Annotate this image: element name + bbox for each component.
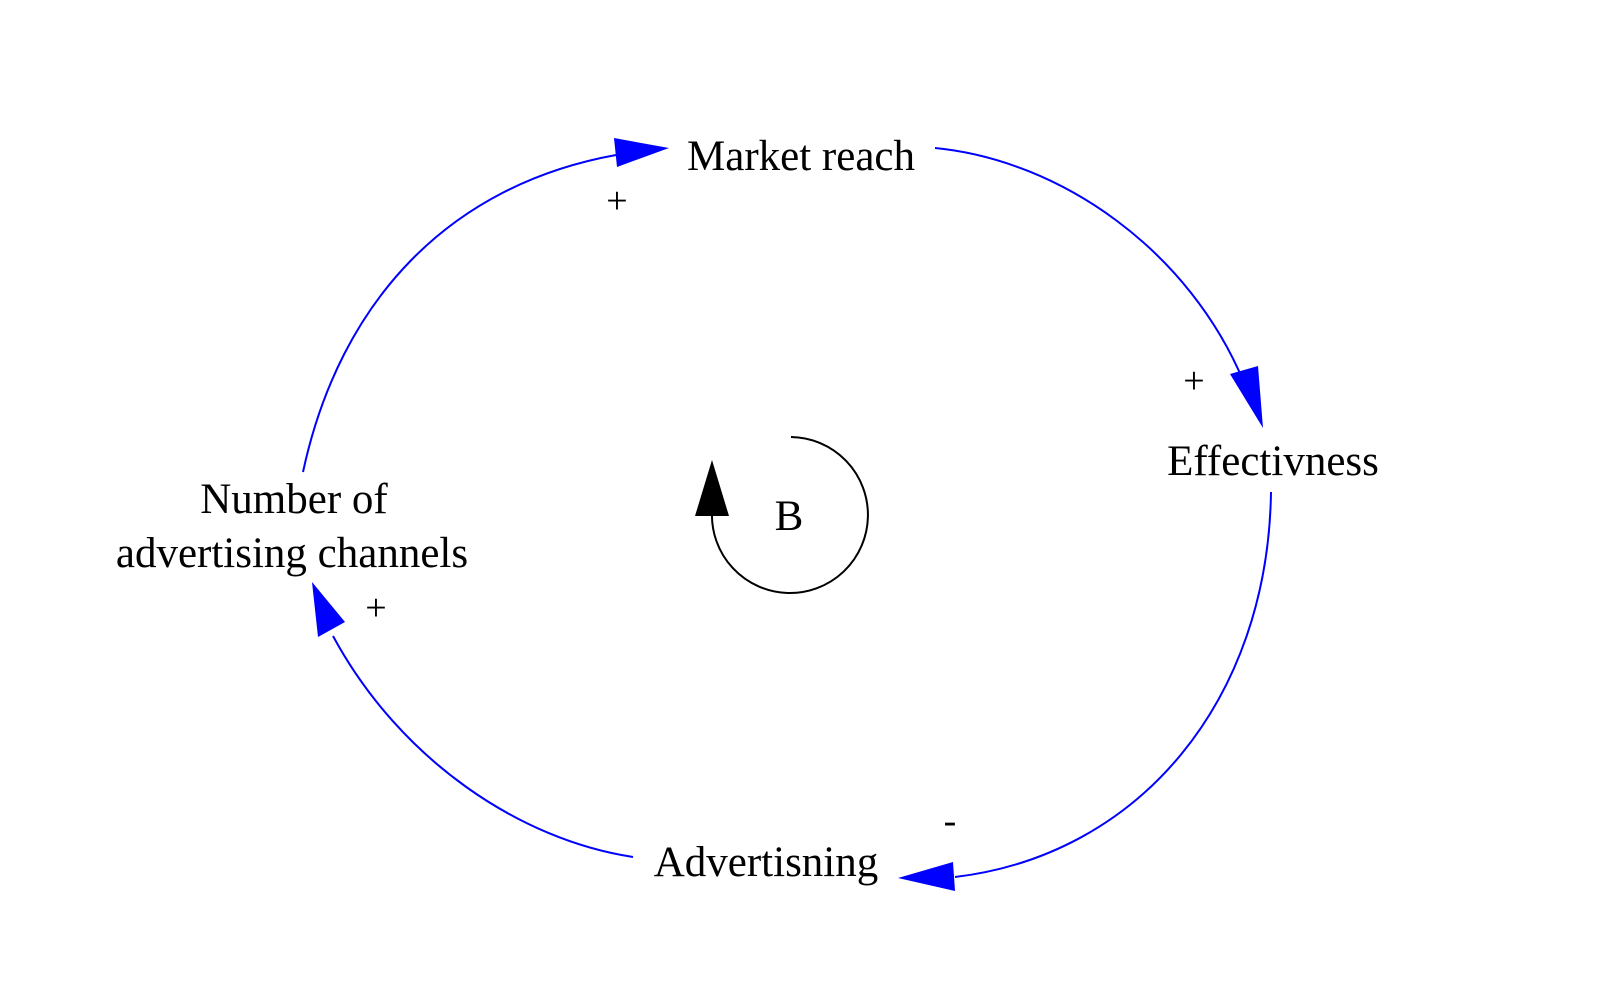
link-curve — [302, 154, 617, 473]
link-channels-to-market-reach: + — [302, 138, 669, 473]
polarity-sign: + — [1183, 360, 1204, 402]
link-advertising-to-channels: + — [312, 582, 634, 858]
link-curve — [332, 635, 634, 858]
polarity-sign: - — [944, 800, 957, 842]
node-market-reach: Market reach — [687, 133, 915, 180]
link-market-reach-to-effectiveness: + — [934, 147, 1263, 428]
polarity-sign: + — [606, 180, 627, 222]
link-effectiveness-to-advertising: - — [898, 491, 1272, 891]
node-channels-line2: advertising channels — [116, 530, 468, 577]
loop-label: B — [775, 493, 804, 540]
arrowhead-icon — [1230, 366, 1263, 428]
counterclockwise-loop-arrow-icon — [710, 436, 869, 594]
node-channels-line1: Number of — [200, 476, 388, 523]
loop-arrowhead-icon — [695, 460, 729, 516]
arrowhead-icon — [312, 582, 345, 637]
arrowhead-icon — [898, 862, 955, 891]
loop-marker: B — [695, 436, 869, 594]
polarity-sign: + — [365, 587, 386, 629]
link-curve — [954, 491, 1272, 878]
node-effectiveness: Effectivness — [1167, 438, 1379, 485]
node-advertising: Advertisning — [654, 839, 879, 886]
link-curve — [934, 147, 1246, 386]
arrowhead-icon — [614, 138, 669, 167]
